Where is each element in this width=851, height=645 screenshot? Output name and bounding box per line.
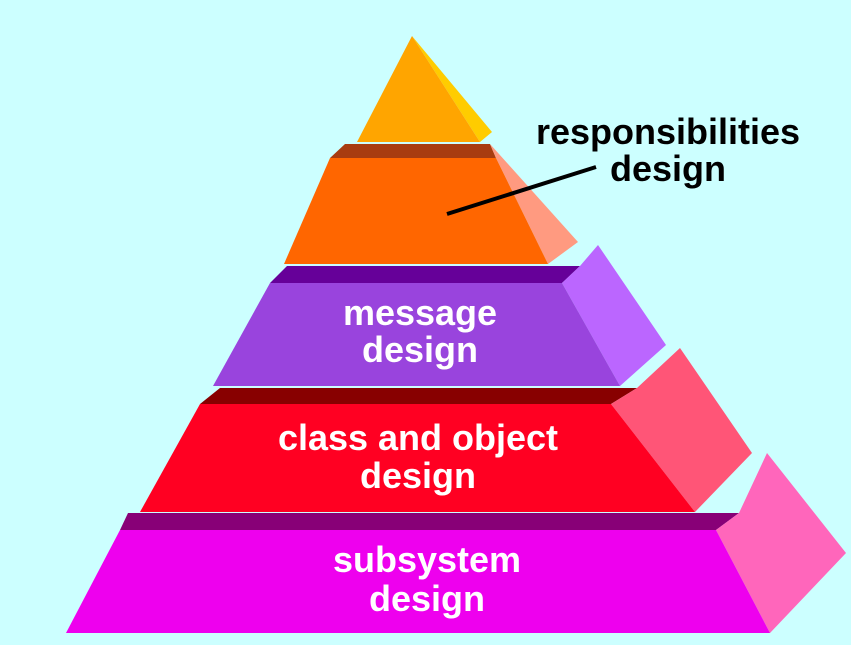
tier-responsibilities-front [284, 158, 548, 264]
tier-class-object-line-2: design [360, 455, 476, 496]
tier-subsystem-side [716, 453, 846, 633]
tier-responsibilities-top [330, 144, 496, 158]
callout-line-1: responsibilities [536, 111, 800, 152]
tier-subsystem-front [66, 530, 770, 633]
tier-class-object-side [611, 348, 752, 512]
tier-apex [357, 36, 492, 142]
tier-subsystem: subsystem design [66, 453, 846, 633]
tier-message-side [562, 245, 666, 386]
tier-subsystem-line-2: design [369, 578, 485, 619]
tier-apex-front [357, 36, 480, 142]
tier-subsystem-line-1: subsystem [333, 539, 521, 580]
tier-message-line-1: message [343, 292, 497, 333]
callout-leader-line [446, 165, 597, 216]
tier-class-object: class and object design [140, 348, 752, 512]
tier-message-front [213, 283, 620, 386]
tier-responsibilities [284, 144, 578, 264]
callout-responsibilities: responsibilities design [446, 111, 800, 216]
tier-apex-side [412, 36, 492, 142]
callout-line-2: design [610, 148, 726, 189]
tier-message: message design [213, 245, 666, 386]
tier-message-line-2: design [362, 329, 478, 370]
tier-class-object-line-1: class and object [278, 417, 558, 458]
tier-class-object-front [140, 404, 695, 512]
tier-class-object-top [200, 388, 637, 404]
tier-message-top [270, 266, 580, 283]
tier-subsystem-top [120, 513, 739, 530]
tier-responsibilities-side [490, 144, 578, 264]
